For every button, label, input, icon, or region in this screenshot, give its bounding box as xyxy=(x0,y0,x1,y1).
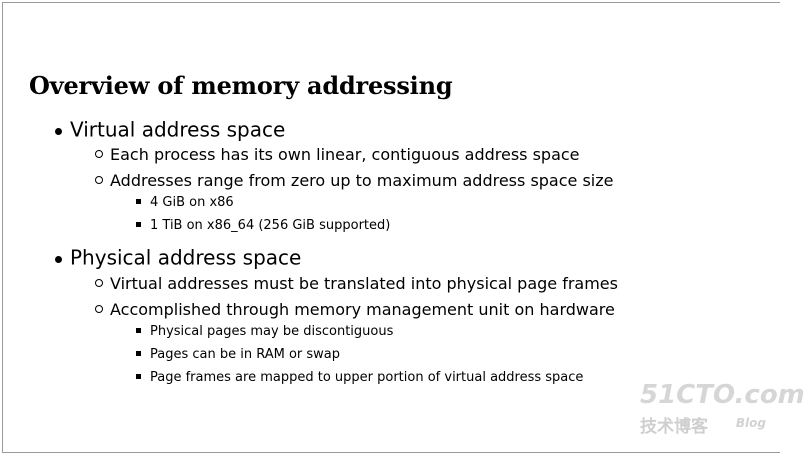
circle-bullet-icon xyxy=(95,149,103,158)
bullet-text: Addresses range from zero up to maximum … xyxy=(110,171,614,190)
square-bullet-icon xyxy=(136,351,141,356)
bullet-text: Pages can be in RAM or swap xyxy=(150,347,341,362)
circle-bullet-icon xyxy=(95,278,103,287)
bullet-item-mmu: Accomplished through memory management u… xyxy=(95,299,615,319)
bullet-text: Physical pages may be discontiguous xyxy=(150,324,394,339)
bullet-text: Page frames are mapped to upper portion … xyxy=(150,370,584,385)
bullet-text: Accomplished through memory management u… xyxy=(110,300,615,319)
bullet-item-address-range: Addresses range from zero up to maximum … xyxy=(95,170,613,190)
bullet-item-virtual-address-space: Virtual address space xyxy=(55,116,285,142)
square-bullet-icon xyxy=(136,328,141,333)
bullet-text: Physical address space xyxy=(70,245,302,270)
bullet-item-x86-64: 1 TiB on x86_64 (256 GiB supported) xyxy=(136,218,390,233)
bullet-text: Each process has its own linear, contigu… xyxy=(110,145,580,164)
bullet-text: Virtual address space xyxy=(70,117,286,142)
watermark-subtitle: 技术博客 xyxy=(640,417,708,437)
bullet-item-page-frames: Page frames are mapped to upper portion … xyxy=(136,370,583,385)
disc-bullet-icon xyxy=(55,128,62,135)
square-bullet-icon xyxy=(136,199,141,204)
bullet-item-linear-space: Each process has its own linear, contigu… xyxy=(95,144,580,164)
watermark-site: 51CTO.com xyxy=(640,380,805,410)
bullet-item-ram-swap: Pages can be in RAM or swap xyxy=(136,347,340,362)
bullet-item-physical-address-space: Physical address space xyxy=(55,244,301,270)
circle-bullet-icon xyxy=(95,175,103,184)
bullet-item-discontiguous: Physical pages may be discontiguous xyxy=(136,324,393,339)
bullet-item-x86: 4 GiB on x86 xyxy=(136,195,234,210)
square-bullet-icon xyxy=(136,222,141,227)
circle-bullet-icon xyxy=(95,304,103,313)
bullet-text: Virtual addresses must be translated int… xyxy=(110,274,618,293)
bullet-item-translation: Virtual addresses must be translated int… xyxy=(95,273,618,293)
disc-bullet-icon xyxy=(55,256,62,263)
watermark-blog: Blog xyxy=(735,416,766,430)
bullet-text: 4 GiB on x86 xyxy=(150,195,234,210)
slide-title: Overview of memory addressing xyxy=(29,71,453,100)
bullet-text: 1 TiB on x86_64 (256 GiB supported) xyxy=(150,218,391,233)
site-watermark: 51CTO.com 技术博客 Blog xyxy=(640,380,805,438)
square-bullet-icon xyxy=(136,374,141,379)
